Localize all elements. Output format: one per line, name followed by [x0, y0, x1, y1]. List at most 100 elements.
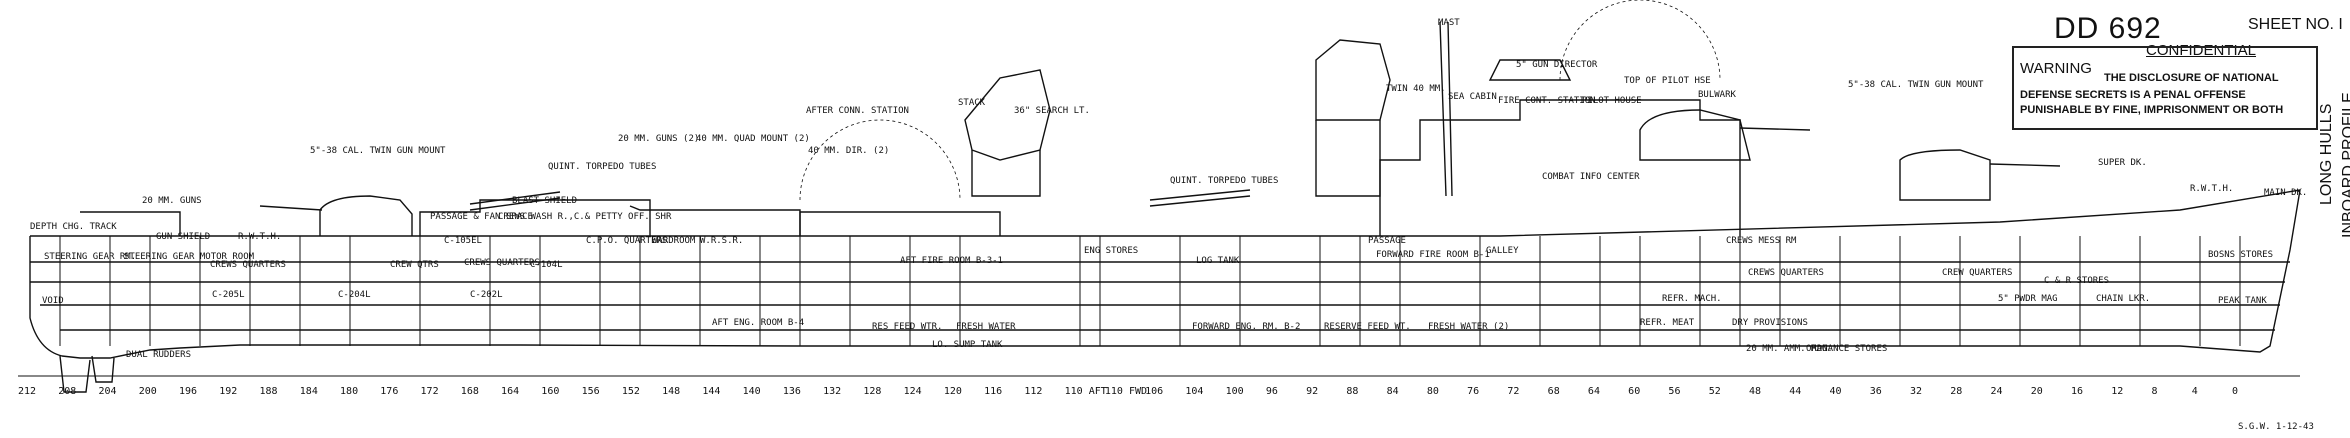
compartment-label: SEA CABIN: [1448, 92, 1497, 102]
compartment-label: REFR. MACH.: [1662, 294, 1722, 304]
compartment-label: SUPER DK.: [2098, 158, 2147, 168]
frame-number: 204: [98, 386, 117, 397]
forward-gun-1-barrel: [1739, 127, 1811, 131]
compartment-label: BLAST SHIELD: [512, 196, 578, 206]
frame-number: 20: [2030, 386, 2043, 397]
bulkheads: [59, 236, 2241, 346]
compartment-label: CREWS QUARTERS: [1748, 268, 1824, 278]
compartment-label: DEPTH CHG. TRACK: [30, 222, 117, 232]
compartment-label: MAIN DK.: [2264, 188, 2308, 198]
frame-number: 48: [1748, 386, 1761, 397]
frame-number: 152: [621, 386, 640, 397]
frame-number: 52: [1708, 386, 1721, 397]
compartment-label: 5"-38 CAL. TWIN GUN MOUNT: [1848, 80, 1984, 90]
frame-number: 88: [1346, 386, 1359, 397]
bridge-structure: [1379, 99, 1741, 236]
compartment-label: ORDNANCE STORES: [1806, 344, 1888, 354]
frame-number: 148: [662, 386, 681, 397]
compartment-label: STEERING GEAR MOTOR ROOM: [124, 252, 255, 262]
warning-heading: WARNING: [2020, 60, 2092, 77]
rudder-2: [91, 355, 115, 383]
after-stack-base: [971, 150, 1041, 197]
after-gun-house: [319, 195, 413, 236]
compartment-label: R.W.T.H.: [238, 232, 282, 242]
frame-number: 192: [219, 386, 238, 397]
compartment-label: AFT ENG. ROOM B-4: [712, 318, 805, 328]
compartment-label: RES FEED WTR.: [872, 322, 943, 332]
compartment-label: C-104L: [530, 260, 563, 270]
compartment-label: W.R.S.R.: [700, 236, 744, 246]
frame-number: 96: [1265, 386, 1278, 397]
compartment-label: 5"-38 CAL. TWIN GUN MOUNT: [310, 146, 446, 156]
compartment-label: CREW QUARTERS: [1942, 268, 2013, 278]
compartment-label: PILOT HOUSE: [1582, 96, 1642, 106]
compartment-label: BULWARK: [1698, 90, 1736, 100]
frame-number: 64: [1587, 386, 1600, 397]
compartment-label: FRESH WATER (2): [1428, 322, 1510, 332]
compartment-label: 5" GUN DIRECTOR: [1516, 60, 1598, 70]
frame-number: 24: [1990, 386, 2003, 397]
main-deck-line: [30, 189, 2301, 237]
compartment-label: 20 MM. AMM. MAG.: [1746, 344, 1833, 354]
compartment-label: CREWS QUARTERS: [210, 260, 286, 270]
compartment-label: 5" PWDR MAG: [1998, 294, 2058, 304]
frame-number: 168: [460, 386, 479, 397]
director: [1488, 59, 1572, 81]
compartment-label: REFR. MEAT: [1640, 318, 1695, 328]
compartment-label: 40 MM. QUAD MOUNT (2): [696, 134, 810, 144]
compartment-label: 20 MM. GUNS (2): [618, 134, 700, 144]
frame-number: 160: [541, 386, 560, 397]
compartment-label: COMBAT INFO CENTER: [1542, 172, 1640, 182]
mast: [1439, 21, 1453, 197]
frame-number: 200: [138, 386, 157, 397]
compartment-label: 20 MM. GUNS: [142, 196, 202, 206]
compartment-label: TWIN 40 MM.: [1386, 84, 1446, 94]
compartment-label: C & R STORES: [2044, 276, 2110, 286]
forward-gun-1: [1639, 109, 1751, 161]
compartment-label: 40 MM. DIR. (2): [808, 146, 890, 156]
frame-number: 32: [1909, 386, 1922, 397]
aft-gun-shield: [80, 211, 181, 236]
frame-number: 112: [1024, 386, 1043, 397]
frame-number: 44: [1789, 386, 1802, 397]
sheet-number: SHEET NO. I: [2248, 16, 2343, 33]
frame-number: 56: [1668, 386, 1681, 397]
frame-number: 104: [1185, 386, 1204, 397]
frame-number: 164: [501, 386, 520, 397]
torpedo-tubes-1: [469, 191, 561, 211]
compartment-label: AFTER CONN. STATION: [806, 106, 909, 116]
warning-line: PUNISHABLE BY FINE, IMPRISONMENT OR BOTH: [2020, 104, 2284, 116]
compartment-label: R.W.T.H.: [2190, 184, 2234, 194]
frame-number: 100: [1225, 386, 1244, 397]
frame-number: 172: [420, 386, 439, 397]
compartment-label: 36" SEARCH LT.: [1014, 106, 1090, 116]
frame-number: 212: [18, 386, 37, 397]
midship-house: [799, 211, 1001, 236]
frame-number: 40: [1829, 386, 1842, 397]
frame-number: 106: [1145, 386, 1164, 397]
frame-number: 116: [984, 386, 1003, 397]
compartment-label: PASSAGE & FAN SPACE: [430, 212, 533, 222]
compartment-label: STACK: [958, 98, 986, 108]
frame-number: 140: [742, 386, 761, 397]
compartment-label: MAST: [1438, 18, 1460, 28]
compartment-label: AFT FIRE ROOM B-3-1: [900, 256, 1003, 266]
compartment-label: CREWS WASH R.,C.& PETTY OFF. SHR: [498, 212, 672, 222]
compartment-label: RESERVE FEED WT.: [1324, 322, 1411, 332]
forward-stack-base: [1315, 120, 1381, 197]
after-gun-barrel: [259, 205, 323, 211]
compartment-label: C-205L: [212, 290, 245, 300]
compartment-label: FORWARD FIRE ROOM B-1: [1376, 250, 1490, 260]
gun-arc-1: [799, 119, 961, 201]
compartment-label: FORWARD ENG. RM. B-2: [1192, 322, 1301, 332]
compartment-label: CREWS QUARTERS: [464, 258, 540, 268]
compartment-label: QUINT. TORPEDO TUBES: [548, 162, 657, 172]
frame-number: 156: [581, 386, 600, 397]
compartment-label: CHAIN LKR.: [2096, 294, 2151, 304]
compartment-label: FIRE CONT. STATION: [1498, 96, 1596, 106]
compartment-label: PASSAGE: [1368, 236, 1406, 246]
frame-number: 128: [863, 386, 882, 397]
compartment-label: BOSNS STORES: [2208, 250, 2274, 260]
